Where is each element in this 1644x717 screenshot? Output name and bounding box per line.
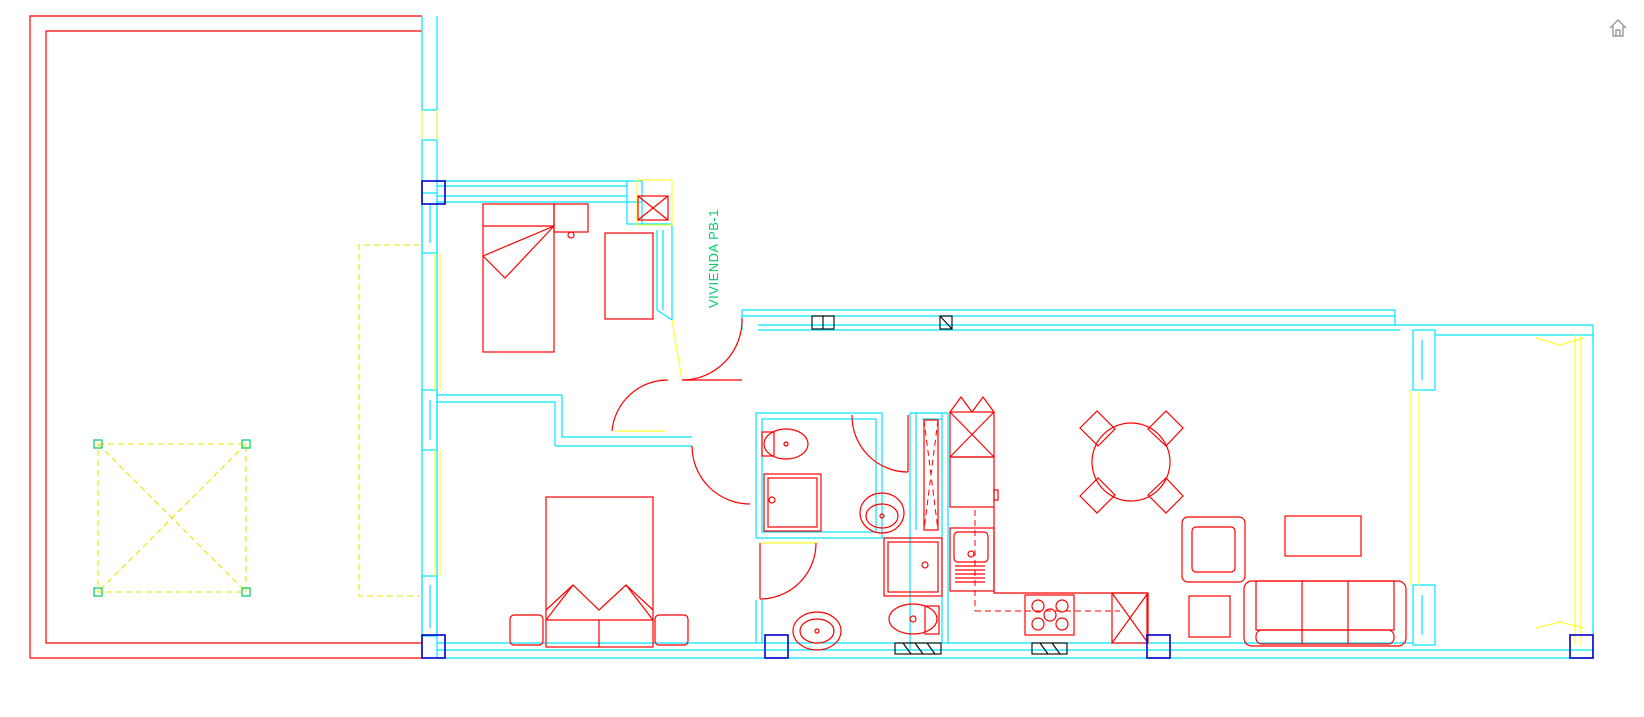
washbasin-1 xyxy=(859,492,905,534)
furniture xyxy=(482,203,1407,651)
shower-tray-2 xyxy=(883,537,943,597)
home-icon xyxy=(1609,19,1627,37)
terrace-outline xyxy=(29,15,422,659)
terrace-canopy xyxy=(358,244,420,597)
walls xyxy=(421,16,1594,659)
single-bed xyxy=(482,203,589,353)
side-table xyxy=(1188,595,1231,638)
bidet xyxy=(761,428,809,460)
closet-cross xyxy=(637,195,669,221)
doors xyxy=(611,317,909,600)
desk xyxy=(604,232,654,320)
shower-tray-1 xyxy=(763,473,822,532)
coffee-table xyxy=(1284,515,1362,557)
vents xyxy=(811,315,1068,655)
armchair xyxy=(1181,516,1246,583)
washbasin-2 xyxy=(792,611,842,651)
columns xyxy=(421,180,1594,659)
sofa xyxy=(1243,580,1407,647)
toilet xyxy=(888,603,940,635)
skylight xyxy=(93,439,251,597)
windows xyxy=(421,110,1585,645)
double-bed xyxy=(509,496,689,648)
kitchen-units xyxy=(949,395,1149,644)
home-button[interactable] xyxy=(1606,16,1630,40)
plan-label: VIVIENDA PB-1 xyxy=(706,209,721,308)
dining-table xyxy=(1079,410,1184,514)
